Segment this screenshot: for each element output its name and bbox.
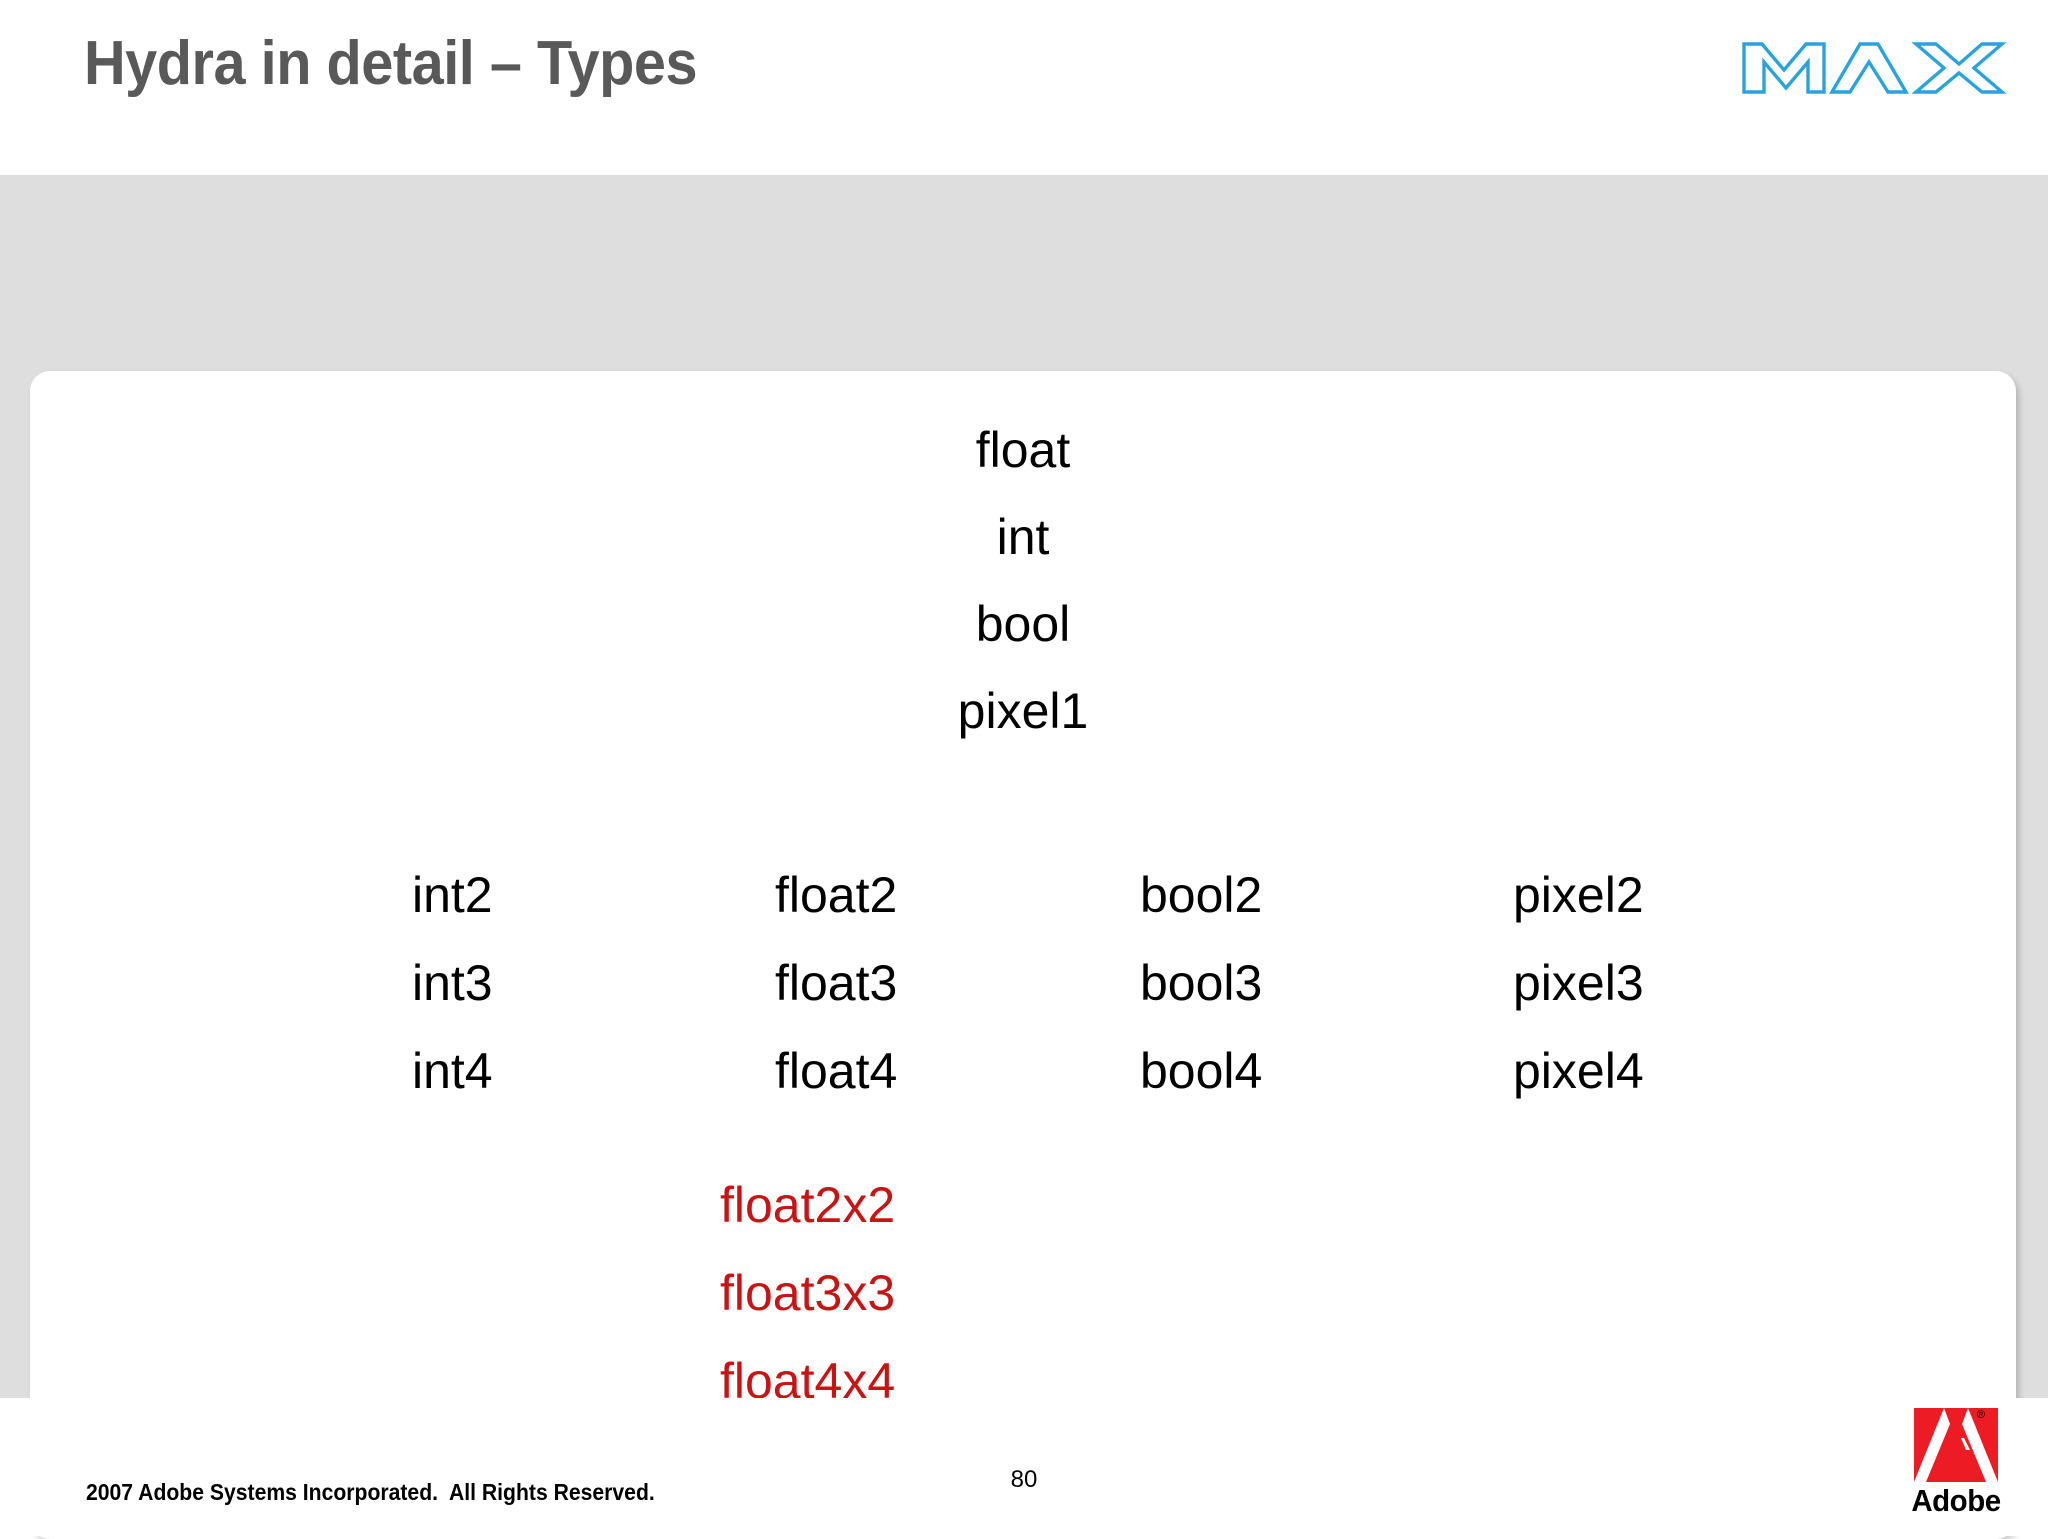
content-panel: float int bool pixel1 int2 int3 int4 flo… (30, 371, 2016, 1539)
page-title: Hydra in detail – Types (84, 29, 698, 98)
type-bool3: bool3 (1140, 955, 1263, 1011)
type-int4: int4 (412, 1043, 493, 1099)
type-float3x3: float3x3 (720, 1265, 896, 1321)
slide-header: Hydra in detail – Types (0, 0, 2048, 175)
page-number: 80 (1010, 1466, 1038, 1493)
type-float4: float4 (775, 1043, 898, 1099)
adobe-a-mark-icon: ® (1914, 1408, 1998, 1482)
int-column: int2 int3 int4 (412, 851, 493, 1115)
type-pixel1: pixel1 (957, 683, 1089, 739)
type-int2: int2 (412, 867, 493, 923)
type-bool2: bool2 (1140, 867, 1263, 923)
content-band: float int bool pixel1 int2 int3 int4 flo… (0, 175, 2048, 1539)
matrix-types-group: float2x2 float3x3 float4x4 (720, 1161, 1120, 1425)
max-logo-icon (1740, 26, 2030, 98)
type-bool: bool (975, 596, 1071, 652)
type-pixel3: pixel3 (1513, 955, 1644, 1011)
adobe-wordmark: Adobe (1911, 1483, 2001, 1518)
type-pixel2: pixel2 (1513, 867, 1644, 923)
slide-footer: 2007 Adobe Systems Incorporated. All Rig… (0, 1398, 2048, 1536)
copyright-text: 2007 Adobe Systems Incorporated. All Rig… (86, 1479, 655, 1505)
type-float: float (975, 422, 1071, 478)
float-column: float2 float3 float4 (775, 851, 897, 1115)
pixel-column: pixel2 pixel3 pixel4 (1513, 851, 1644, 1115)
type-float2: float2 (775, 867, 898, 923)
scalar-types-group: float int bool pixel1 (30, 407, 2016, 755)
adobe-logo: ® Adobe (1896, 1408, 2016, 1524)
type-int: int (996, 509, 1050, 565)
bool-column: bool2 bool3 bool4 (1140, 851, 1262, 1115)
type-int3: int3 (412, 955, 493, 1011)
type-float3: float3 (775, 955, 898, 1011)
type-float2x2: float2x2 (720, 1177, 896, 1233)
registered-trademark-icon: ® (1976, 1409, 1985, 1421)
type-bool4: bool4 (1140, 1043, 1263, 1099)
type-pixel4: pixel4 (1513, 1043, 1644, 1099)
